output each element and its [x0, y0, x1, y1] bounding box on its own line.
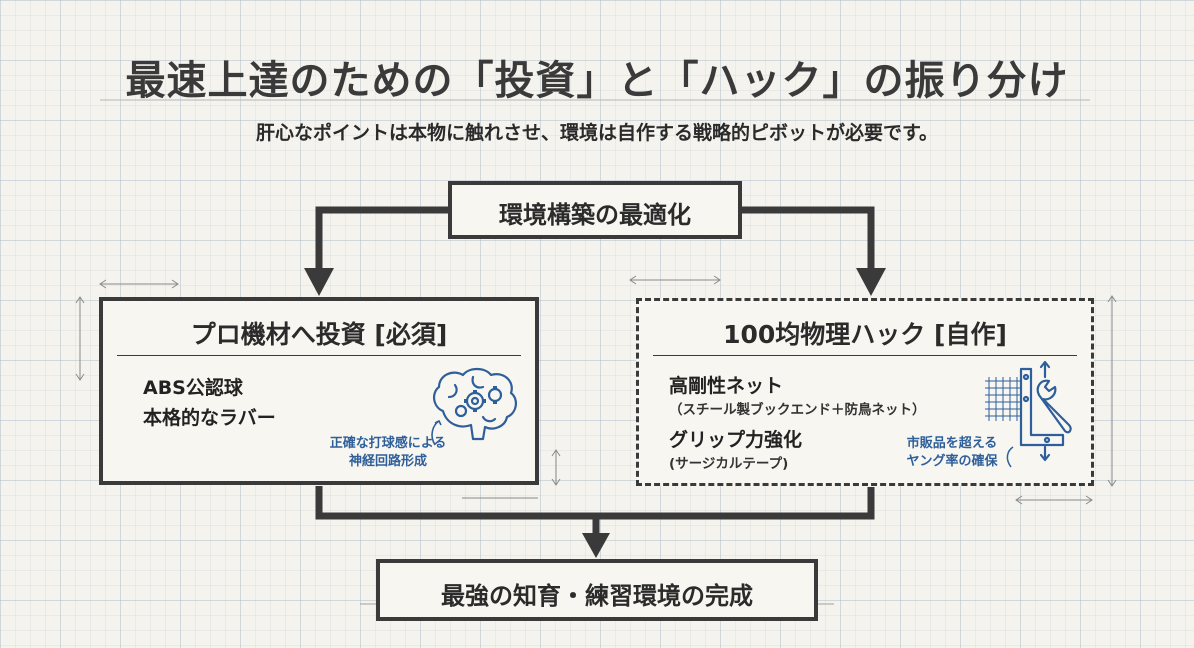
top-node-label: 環境構築の最適化 — [499, 201, 691, 229]
left-note-line-2: 神経回路形成 — [348, 454, 427, 469]
arrowhead-bottom — [582, 533, 610, 558]
page-title: 最速上達のための「投資」と「ハック」の振り分け — [125, 58, 1069, 104]
brain-gears-icon — [431, 367, 517, 446]
bottom-node: 最強の知育・練習環境の完成 — [376, 559, 818, 621]
right-note: 市販品を超える ヤング率の確保 — [877, 435, 1027, 471]
right-note-line-2: ヤング率の確保 — [906, 454, 998, 469]
bottom-node-label: 最強の知育・練習環境の完成 — [441, 582, 753, 610]
right-item-2-detail: (サージカルテープ) — [669, 456, 789, 472]
right-note-line-1: 市販品を超える — [906, 436, 998, 451]
connector-merge — [315, 486, 875, 520]
connector-right-down — [742, 206, 875, 270]
arrowhead-left — [304, 268, 334, 296]
connector-left-down — [315, 206, 448, 270]
left-note-line-1: 正確な打球感による — [329, 436, 447, 451]
right-item-1-detail: （スチール製ブックエンド＋防鳥ネット） — [669, 402, 926, 418]
left-panel: プロ機材へ投資 [必須] ABS公認球 本格的なラバー 正確な打球感による 神経… — [99, 297, 539, 485]
page-subtitle: 肝心なポイントは本物に触れさせ、環境は自作する戦略的ピボットが必要です。 — [255, 122, 939, 144]
right-item-2-label: グリップ力強化 — [669, 429, 803, 451]
bookend-net-wrench-icon — [985, 360, 1072, 468]
top-node: 環境構築の最適化 — [448, 181, 742, 239]
right-panel-divider — [653, 355, 1077, 356]
left-note: 正確な打球感による 神経回路形成 — [313, 435, 463, 471]
left-panel-title: プロ機材へ投資 [必須] — [190, 320, 448, 349]
right-panel-title: 100均物理ハック [自作] — [723, 320, 1007, 349]
arrowhead-right — [856, 268, 886, 296]
left-item-1: ABS公認球 — [143, 377, 243, 399]
right-item-1-label: 高剛性ネット — [669, 375, 784, 397]
left-panel-divider — [117, 355, 521, 356]
left-item-2: 本格的なラバー — [143, 407, 276, 429]
right-panel: 100均物理ハック [自作] 高剛性ネット （スチール製ブックエンド＋防鳥ネット… — [636, 298, 1094, 486]
